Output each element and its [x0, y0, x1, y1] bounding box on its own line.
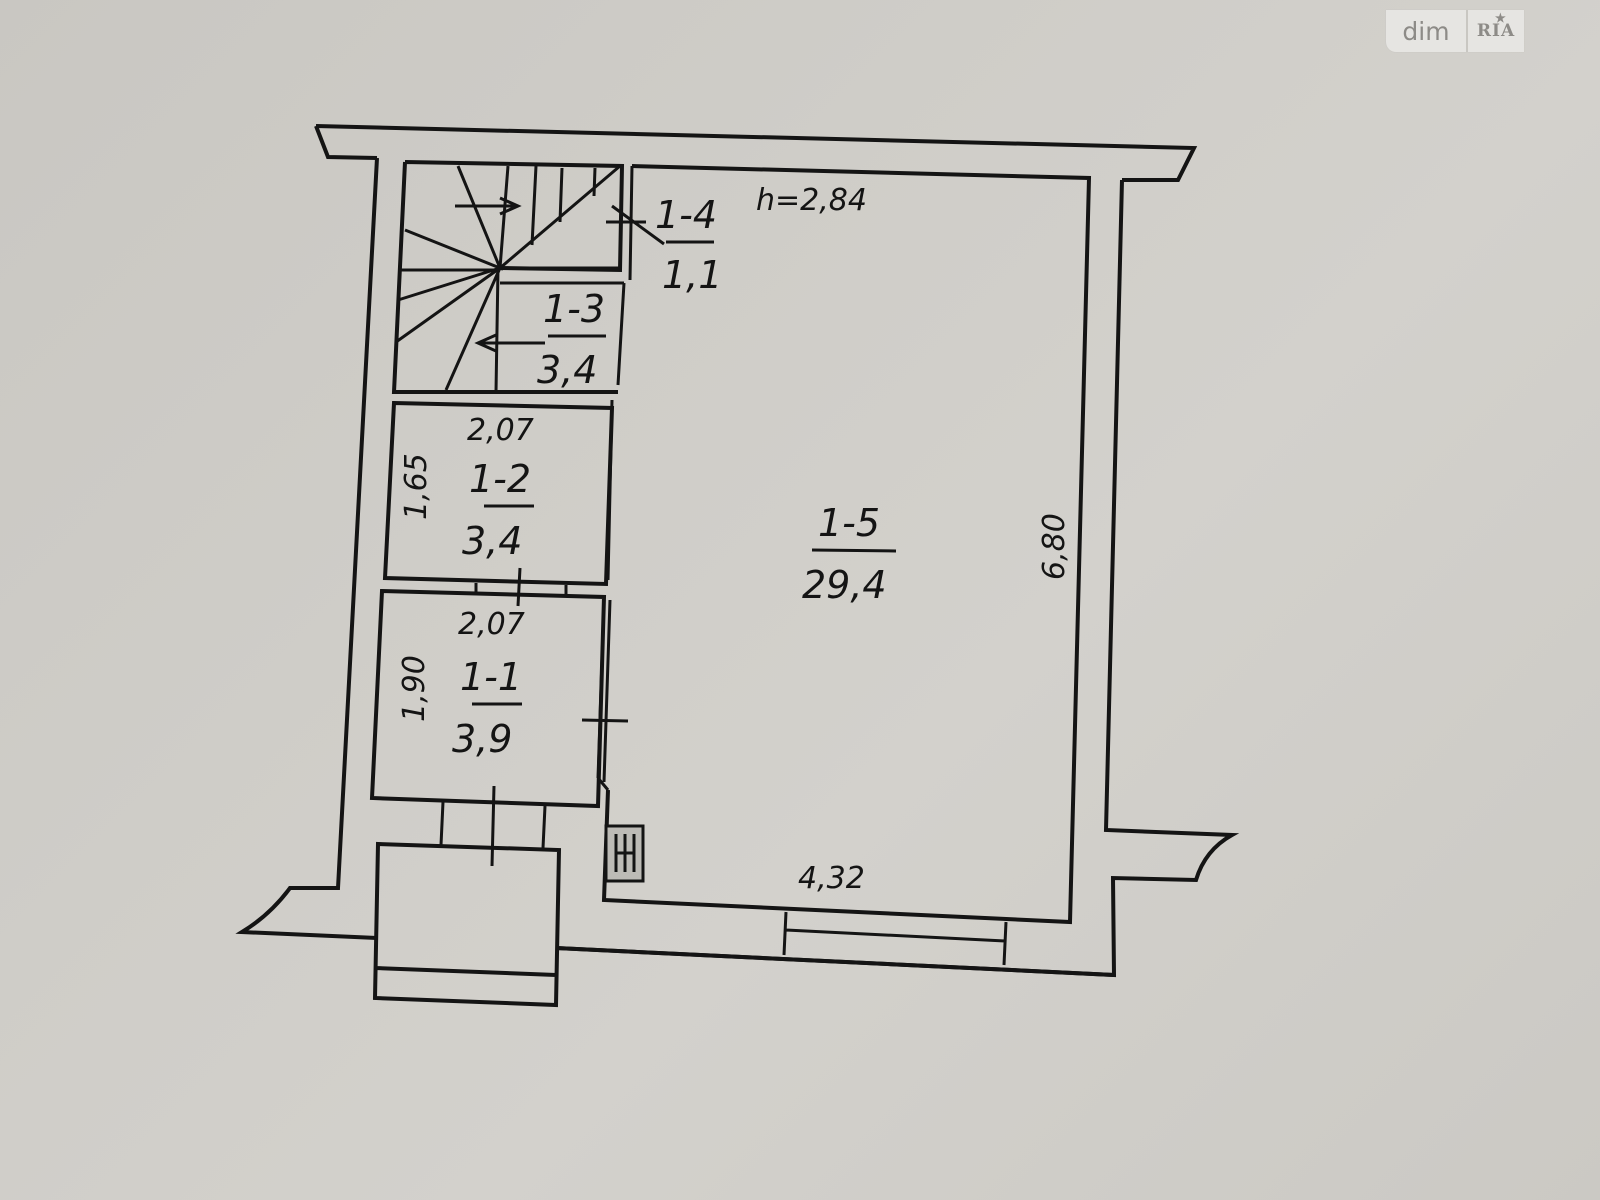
- stair-treads: [395, 164, 624, 393]
- room-1-5-width-dim: 4,32: [798, 861, 865, 896]
- watermark-dim-text: dim: [1386, 10, 1468, 52]
- room-1-1-width-dim: 2,07: [458, 607, 525, 642]
- room-1-4-leader: [606, 204, 665, 246]
- outer-wall-right: [555, 179, 1240, 978]
- entrance-porch: [372, 841, 562, 1008]
- room-1-4-area: 1,1: [662, 253, 722, 297]
- room-1-1-area: 3,9: [452, 717, 512, 761]
- stair-arrow-up-icon: [455, 196, 522, 216]
- room-1-1-depth-dim: 1,90: [397, 655, 432, 722]
- window-bottom: [782, 911, 1008, 966]
- dimria-watermark: dim ★ RIA: [1386, 10, 1524, 52]
- room-1-5-id: 1-5: [818, 501, 880, 545]
- outer-wall-bottom: [555, 946, 1115, 977]
- radiator-icon: [604, 824, 645, 883]
- stair-arrow-down-icon: [474, 333, 545, 353]
- watermark-ria-text: RIA: [1476, 21, 1516, 41]
- room-1-4-id: 1-4: [655, 193, 717, 237]
- outer-wall-left: [235, 157, 379, 940]
- room-1-2-id: 1-2: [469, 457, 531, 501]
- room-1-3-area: 3,4: [537, 348, 597, 392]
- ceiling-height-label: h=2,84: [756, 183, 867, 218]
- room-1-2-width-dim: 2,07: [467, 413, 534, 448]
- room-1-5-area: 29,4: [802, 563, 887, 607]
- star-icon: ★: [1495, 11, 1507, 25]
- outer-wall-top: [314, 124, 1198, 182]
- door-mark-1-2: [474, 567, 568, 607]
- door-mark-1-5: [581, 718, 629, 723]
- fraction-bar: [811, 548, 897, 553]
- room-1-1-outline: [369, 588, 607, 809]
- room-1-2-depth-dim: 1,65: [399, 453, 434, 520]
- room-1-3-id: 1-3: [543, 287, 605, 331]
- room-1-2-area: 3,4: [462, 519, 522, 563]
- room-1-1-id: 1-1: [460, 655, 522, 699]
- room-1-2-outline: [382, 400, 615, 587]
- watermark-ria-logo: ★ RIA: [1468, 10, 1524, 52]
- room-1-5-depth-dim: 6,80: [1037, 513, 1072, 580]
- entrance-vestibule: [439, 785, 547, 867]
